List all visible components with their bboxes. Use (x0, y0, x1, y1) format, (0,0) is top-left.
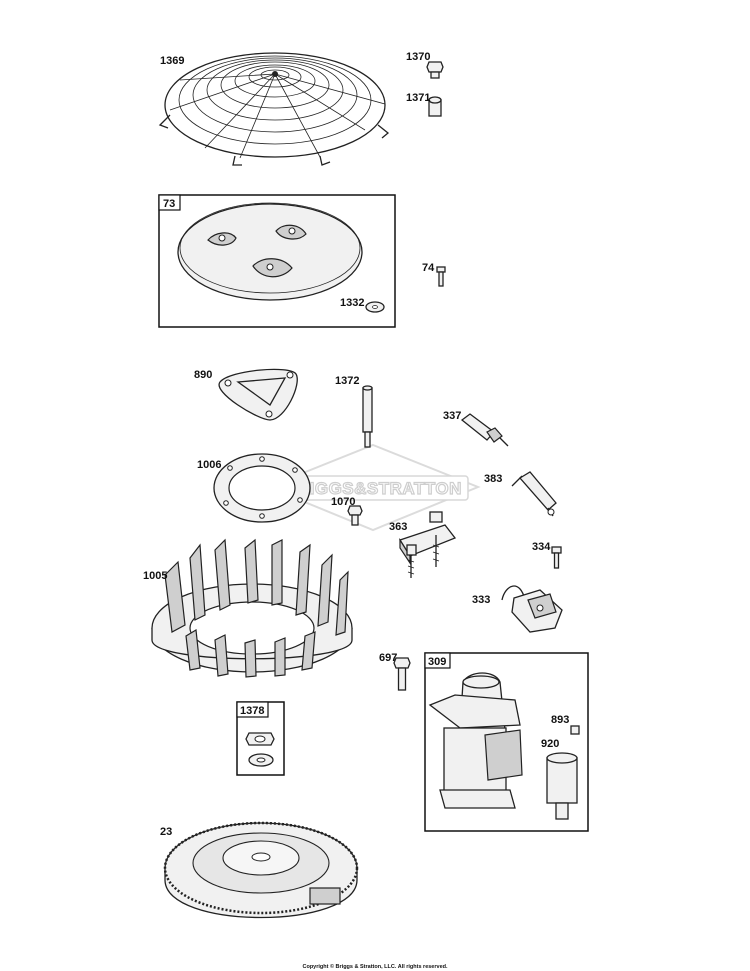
ground-wire-383-part[interactable] (511, 471, 557, 517)
nut-893-part[interactable] (570, 725, 580, 735)
part-label-334[interactable]: 334 (532, 541, 551, 553)
gasket-1006-part[interactable] (213, 453, 311, 523)
washer-1332-part[interactable] (365, 301, 385, 313)
part-label-363[interactable]: 363 (389, 521, 407, 533)
part-label-1005[interactable]: 1005 (143, 570, 167, 582)
starter-motor-part[interactable] (428, 672, 523, 809)
part-label-1372[interactable]: 1372 (335, 375, 359, 387)
kit-box-73 (158, 194, 396, 328)
screw-74-part[interactable] (436, 266, 446, 287)
bolt-1070-part[interactable] (347, 505, 363, 526)
copyright-notice: Copyright © Briggs & Stratton, LLC. All … (302, 963, 448, 970)
part-label-74[interactable]: 74 (422, 262, 435, 274)
part-label-697[interactable]: 697 (379, 652, 397, 664)
part-label-1370[interactable]: 1370 (406, 51, 430, 63)
fan-guard-part[interactable] (158, 52, 390, 166)
nut-1371-part[interactable] (428, 96, 442, 117)
blower-housing-plate-part[interactable] (177, 202, 363, 301)
bolt-1370-part[interactable] (426, 61, 444, 79)
nut-washer-1378-part[interactable] (245, 732, 275, 767)
watermark-text: BRIGGS&STRATTON (284, 479, 462, 498)
part-label-333[interactable]: 333 (472, 594, 490, 606)
part-label-1006[interactable]: 1006 (197, 459, 221, 471)
screw-334-part[interactable] (551, 546, 562, 569)
part-label-1371[interactable]: 1371 (406, 92, 430, 104)
armature-333-part[interactable] (501, 585, 563, 633)
part-label-1369[interactable]: 1369 (160, 55, 184, 67)
part-label-73[interactable]: 73 (163, 198, 175, 210)
part-label-920[interactable]: 920 (541, 738, 559, 750)
part-label-1332[interactable]: 1332 (340, 297, 364, 309)
part-label-1070[interactable]: 1070 (331, 496, 355, 508)
part-label-893[interactable]: 893 (551, 714, 569, 726)
flywheel-1005-part[interactable] (151, 538, 353, 678)
kit-box-309 (424, 652, 589, 832)
bracket-890-part[interactable] (218, 368, 298, 421)
flywheel-ring-gear-part[interactable] (163, 821, 359, 919)
watermark-logo: BRIGGS&STRATTON (265, 443, 481, 532)
spark-plug-337-part[interactable] (460, 413, 509, 447)
part-label-309[interactable]: 309 (428, 656, 446, 668)
bolt-697-part[interactable] (393, 657, 411, 691)
bracket-363-part[interactable] (399, 511, 457, 578)
part-label-1378[interactable]: 1378 (240, 705, 264, 717)
part-label-337[interactable]: 337 (443, 410, 461, 422)
solenoid-920-part[interactable] (546, 752, 578, 820)
part-label-383[interactable]: 383 (484, 473, 502, 485)
part-label-23[interactable]: 23 (160, 826, 172, 838)
part-label-890[interactable]: 890 (194, 369, 212, 381)
stud-1372-part[interactable] (362, 385, 373, 448)
